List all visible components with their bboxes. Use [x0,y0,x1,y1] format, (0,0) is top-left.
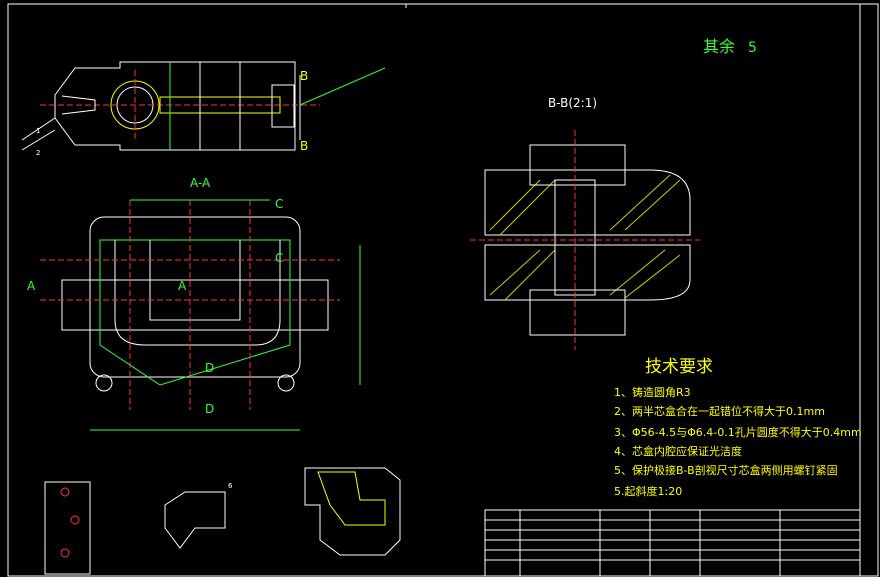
section-bb-bolt-head [529,144,626,186]
tech-requirement-4: 4、芯盒内腔应保证光洁度 [614,444,742,458]
tech-requirement-1: 1、铸造圆角R3 [614,385,691,399]
title-block-frame [484,509,861,577]
cut-label-b-top: B [300,69,308,83]
remaining-roughness-label: 其余 [703,37,735,56]
section-aa-outer [89,216,301,378]
cut-label-c-top: C [275,197,283,211]
cut-label-d-center: D [205,361,214,375]
tech-requirement-3: 3、Φ56-4.5与Φ6.4-0.1孔片圆度不得大于0.4mm [614,425,862,439]
balloon-label-two: 2 [36,149,40,157]
balloon-label-six: 6 [228,482,233,490]
top-plan-view [21,61,386,151]
section-bb-nut [529,289,626,336]
tech-requirement-6: 5.起斜度1:20 [614,484,682,498]
section-bb-view [470,130,700,350]
detail-view-small [164,491,226,549]
balloon-label-one: 1 [36,127,40,135]
drawing-border [7,3,879,577]
section-aa-view [40,199,361,431]
remaining-roughness-value: 5 [748,40,757,56]
section-bb-label: B-B(2:1) [548,96,597,110]
cut-label-c-right: C [275,251,283,265]
detail-view-profile [304,467,401,556]
cut-label-b-bottom: B [300,139,308,153]
tech-requirement-2: 2、两半芯盒合在一起错位不得大于0.1mm [614,404,825,418]
u-cavity [114,240,281,346]
detail-view-left [44,481,91,575]
title-block [484,509,861,577]
top-view-outline [54,61,296,151]
section-bb-upper-block [484,169,691,236]
cut-label-a-left: A [27,279,36,293]
tech-requirements-title: 技术要求 [645,357,713,377]
tech-requirement-5: 5、保护极接B-B剖视尺寸芯盒两侧用螺钉紧固 [614,463,838,477]
section-bb-lower-block [484,244,691,301]
detail-views: 6 [44,467,401,575]
cut-label-a-center: A [178,279,187,293]
cut-label-d-bottom: D [205,402,214,416]
section-aa-label: A-A [190,176,211,190]
